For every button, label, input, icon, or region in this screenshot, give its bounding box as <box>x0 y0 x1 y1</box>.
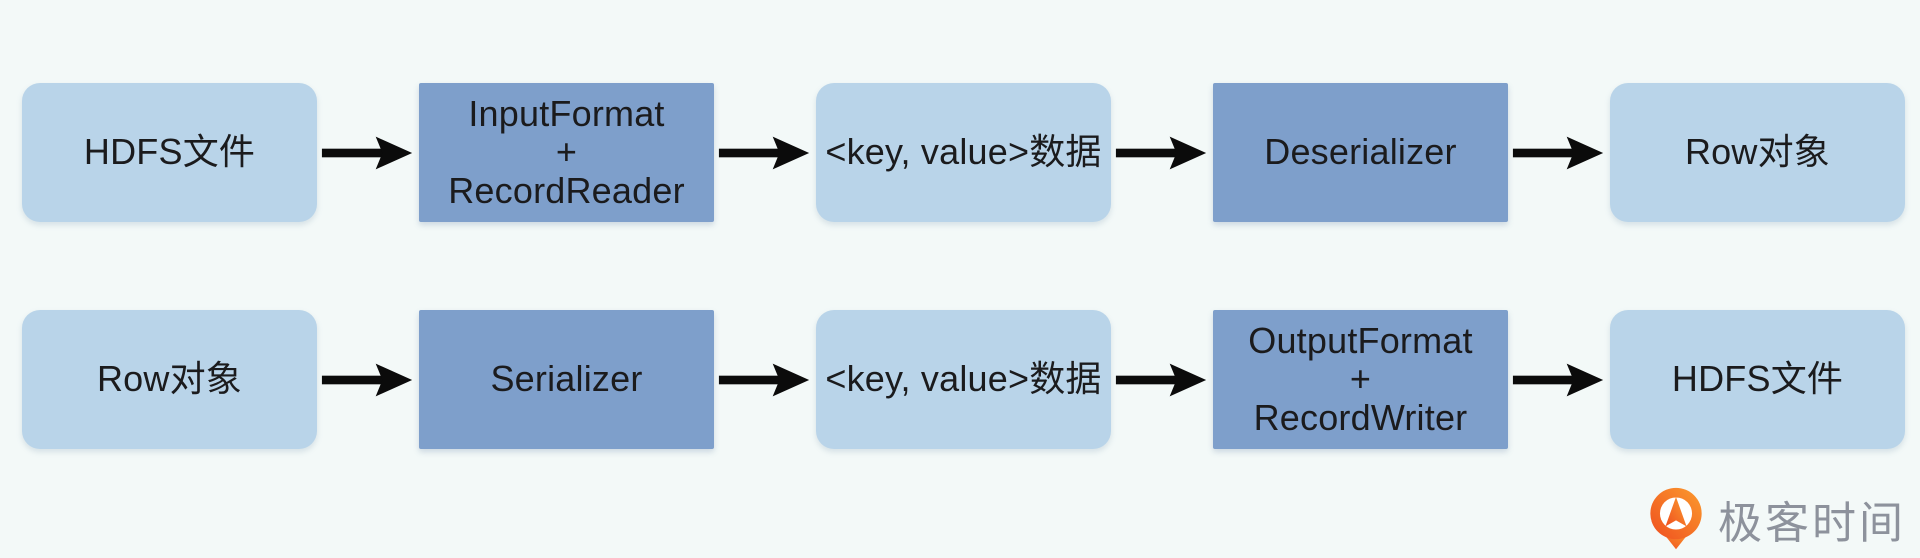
node-label: <key, value>数据 <box>825 358 1102 400</box>
arrow-right-icon <box>1508 83 1610 222</box>
node-label: HDFS文件 <box>83 131 256 173</box>
node-outputformat-recordwriter: OutputFormat + RecordWriter <box>1213 310 1508 449</box>
geektime-pin-icon <box>1648 486 1704 552</box>
node-label: HDFS文件 <box>1671 358 1844 400</box>
arrow-right-icon <box>317 310 419 449</box>
logo-text: 极客时间 <box>1718 499 1906 548</box>
node-key-value-data-write: <key, value>数据 <box>816 310 1111 449</box>
node-label: InputFormat + RecordReader <box>448 93 685 211</box>
node-key-value-data-read: <key, value>数据 <box>816 83 1111 222</box>
arrow-right-icon <box>714 310 816 449</box>
arrow-right-icon <box>1111 310 1213 449</box>
node-row-object-write: Row对象 <box>22 310 317 449</box>
node-label: <key, value>数据 <box>825 131 1102 173</box>
node-row-object-read: Row对象 <box>1610 83 1905 222</box>
arrow-right-icon <box>1111 83 1213 222</box>
arrow-right-icon <box>317 83 419 222</box>
arrow-right-icon <box>714 83 816 222</box>
node-label: OutputFormat + RecordWriter <box>1248 320 1473 438</box>
node-label: Row对象 <box>96 358 243 400</box>
node-deserializer: Deserializer <box>1213 83 1508 222</box>
write-flow-row: Row对象 Serializer <key, value>数据 OutputFo… <box>22 310 1905 449</box>
node-hdfs-file-write: HDFS文件 <box>1610 310 1905 449</box>
read-flow-row: HDFS文件 InputFormat + RecordReader <key, … <box>22 83 1905 222</box>
arrow-right-icon <box>1508 310 1610 449</box>
node-serializer: Serializer <box>419 310 714 449</box>
node-hdfs-file-read: HDFS文件 <box>22 83 317 222</box>
node-inputformat-recordreader: InputFormat + RecordReader <box>419 83 714 222</box>
geektime-logo: 极客时间 <box>1648 486 1906 552</box>
node-label: Row对象 <box>1684 131 1831 173</box>
node-label: Serializer <box>490 358 643 400</box>
node-label: Deserializer <box>1264 131 1457 173</box>
